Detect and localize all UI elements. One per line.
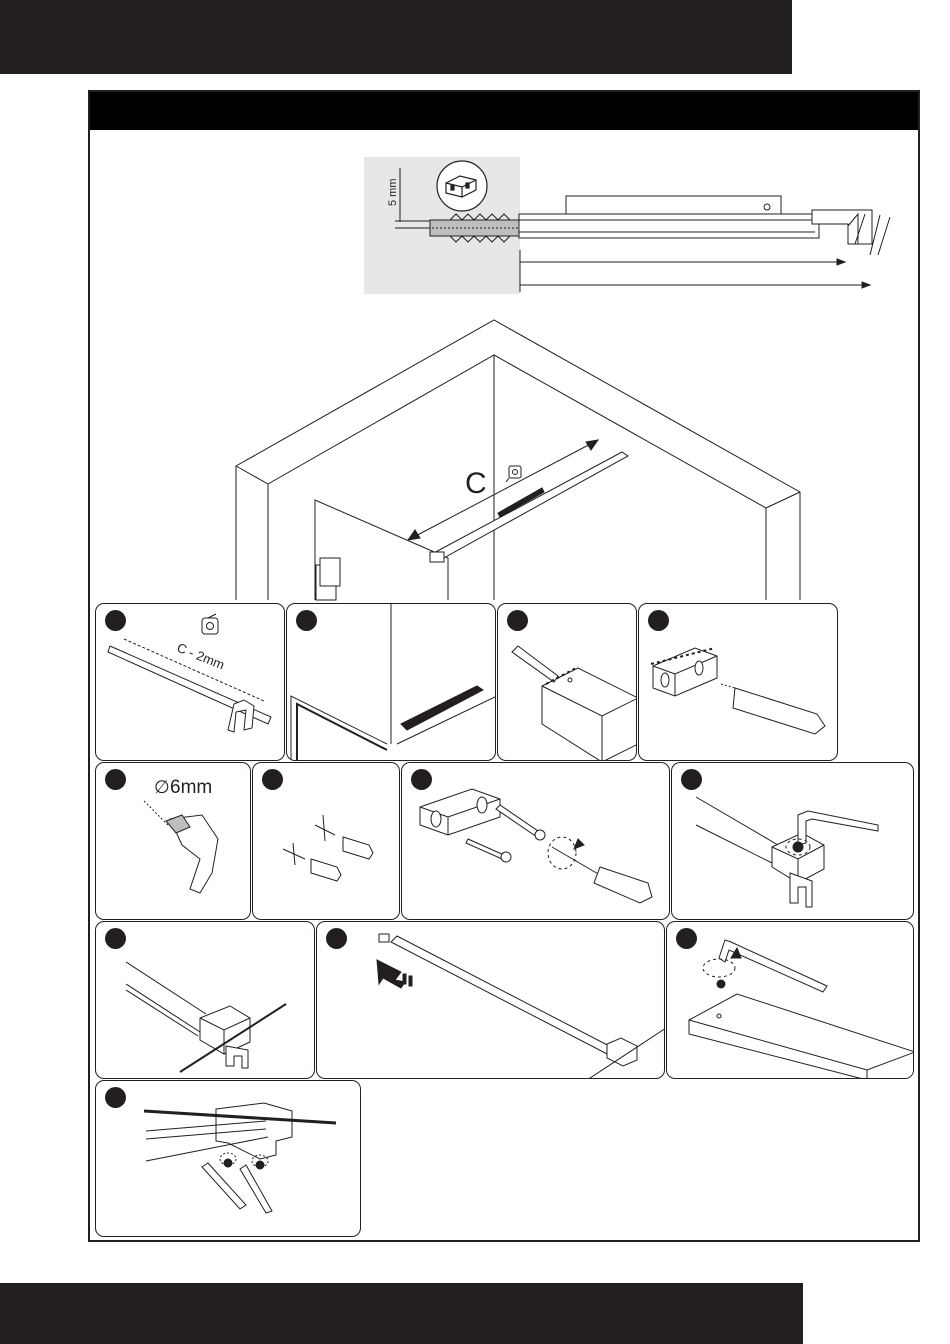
- step-2-badge: [296, 610, 317, 631]
- wall-plug-icon: [311, 837, 373, 881]
- step-4-panel: [638, 603, 838, 761]
- step-8-badge: [681, 769, 702, 790]
- pencil-icon: [721, 684, 825, 734]
- stabiliser-bar: [430, 452, 628, 562]
- glass-panel: [315, 500, 448, 600]
- tape-measure-icon: [506, 466, 521, 482]
- step-10-badge: [326, 928, 347, 949]
- step-6-panel: [252, 762, 400, 920]
- step-12-badge: [105, 1087, 126, 1108]
- step-9-badge: [105, 928, 126, 949]
- step-11-badge: [676, 928, 697, 949]
- step-5-badge: [105, 769, 126, 790]
- overview-illustration: C: [0, 0, 950, 610]
- step-1-badge: [105, 610, 126, 631]
- drill-icon: [144, 801, 218, 893]
- step-11-panel: [666, 921, 914, 1079]
- tape-measure-icon: [202, 614, 218, 634]
- diameter-icon: ∅: [154, 777, 170, 797]
- bracket-icon: [653, 648, 717, 696]
- step-8-panel: [671, 762, 914, 920]
- step-3-panel: [497, 603, 637, 761]
- step-1-panel: C - 2mm: [95, 603, 285, 761]
- step-4-badge: [648, 610, 669, 631]
- step-2-panel: [286, 603, 496, 761]
- cut-length-label: C - 2mm: [175, 640, 227, 673]
- bracket-icon: [420, 789, 500, 835]
- step-5-panel: ∅ 6mm: [95, 762, 251, 920]
- step-7-panel: [401, 762, 670, 920]
- measure-c-label: C: [465, 467, 487, 500]
- step-12-panel: [95, 1080, 361, 1237]
- step-7-badge: [411, 769, 432, 790]
- step-9-panel: [95, 921, 315, 1079]
- arrow-icon: [377, 960, 412, 988]
- step-6-badge: [262, 769, 283, 790]
- step-3-badge: [507, 610, 528, 631]
- drill-size-label: 6mm: [170, 777, 212, 798]
- step-10-panel: [316, 921, 665, 1079]
- footer-bar: [0, 1283, 803, 1344]
- screwdriver-icon: [548, 837, 652, 903]
